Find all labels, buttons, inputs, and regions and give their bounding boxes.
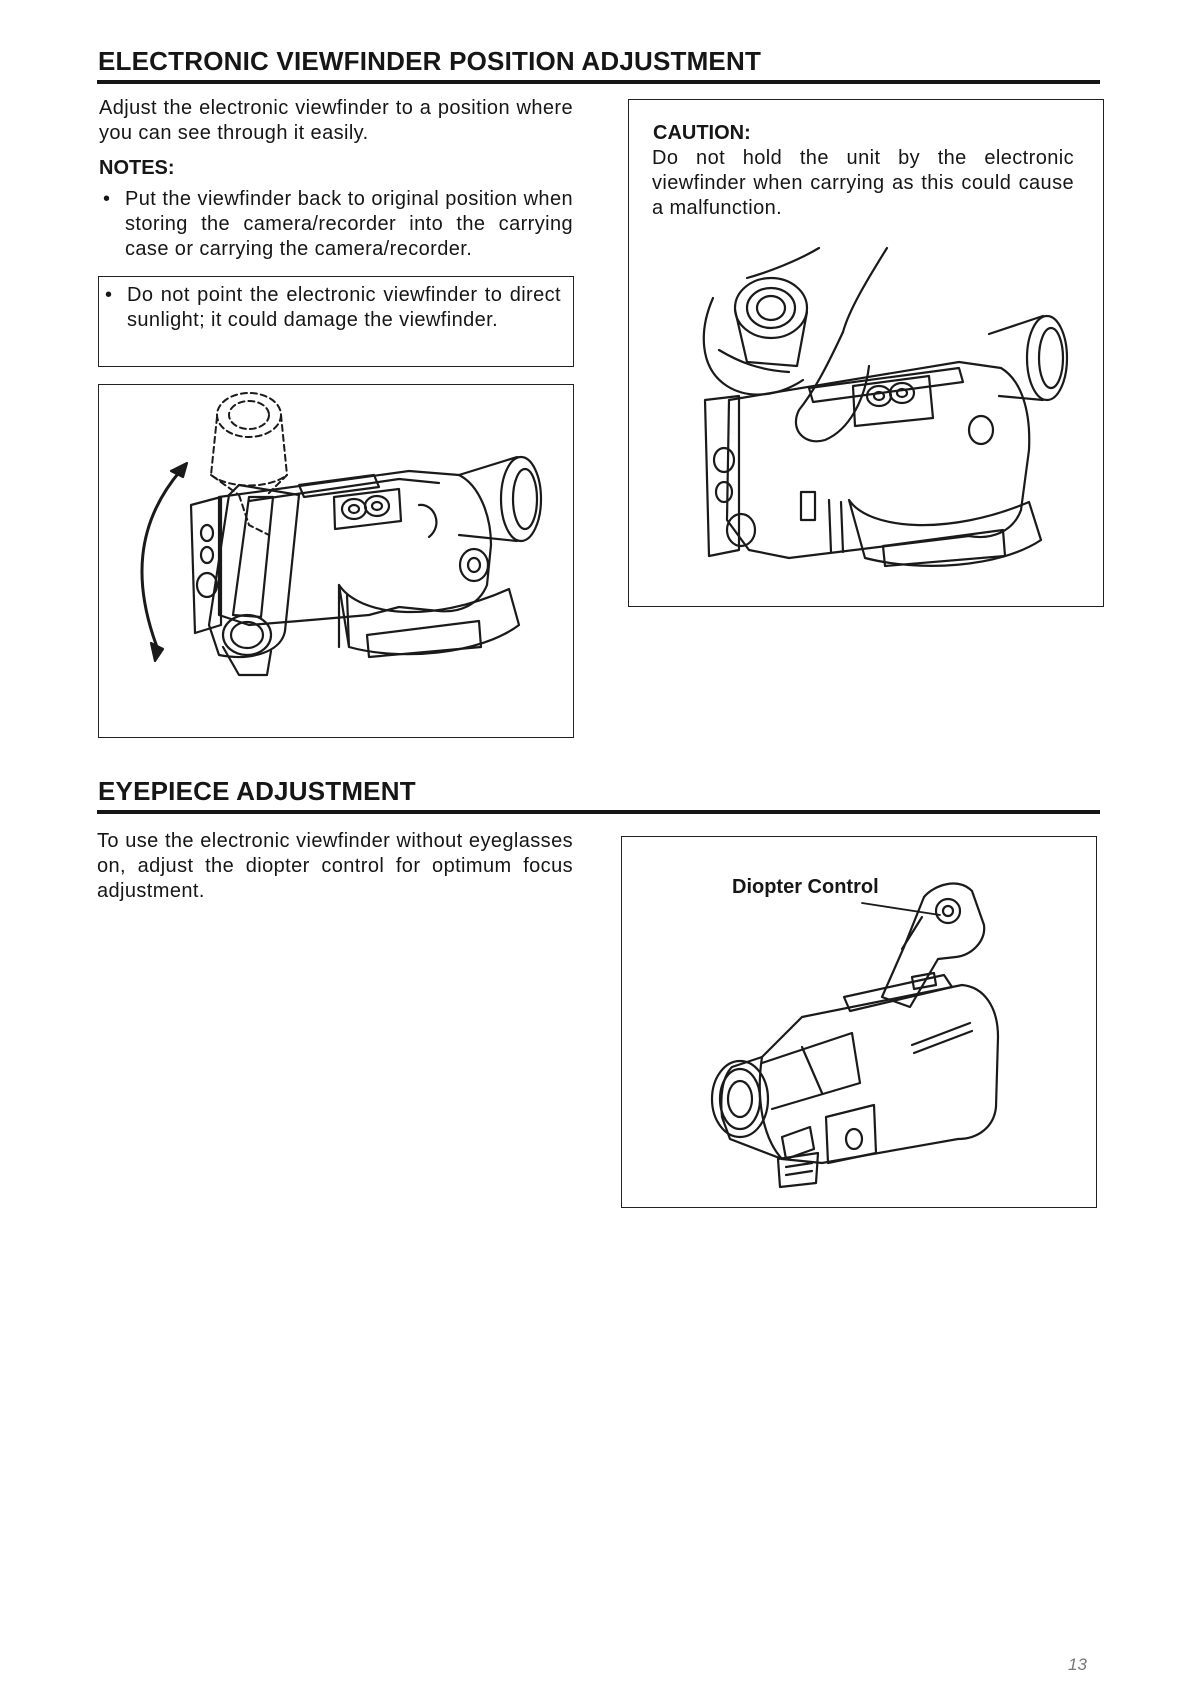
camcorder-hand-illustration (702, 246, 1069, 568)
note-text: Put the viewfinder back to original posi… (125, 188, 573, 260)
figure-diopter-control (621, 836, 1097, 1208)
sunlight-warning-box (98, 276, 574, 367)
section-title-eyepiece: EYEPIECE ADJUSTMENT (98, 776, 416, 806)
caution-label: CAUTION: (653, 122, 751, 144)
intro-text: Adjust the electronic viewfinder to a po… (99, 97, 573, 144)
section-rule (97, 810, 1100, 814)
section-title-viewfinder-position: ELECTRONIC VIEWFINDER POSITION ADJUSTMEN… (98, 46, 762, 76)
caution-box (628, 99, 1104, 607)
caution-text: Do not hold the unit by the electronic v… (652, 147, 1074, 219)
page-number: 13 (1068, 1655, 1087, 1674)
camcorder-diopter-illustration (710, 882, 1000, 1189)
note-item: • Do not point the electronic viewfinder… (101, 283, 561, 333)
bullet-glyph: • (103, 188, 111, 210)
section-rule (97, 80, 1100, 84)
camcorder-rotation-illustration (140, 392, 543, 677)
note-text: Do not point the electronic viewfinder t… (127, 284, 561, 331)
diopter-control-callout: Diopter Control (732, 876, 879, 898)
note-item: • Put the viewfinder back to original po… (99, 187, 573, 262)
figure-viewfinder-rotation (98, 384, 574, 738)
bullet-glyph: • (105, 284, 113, 306)
notes-label: NOTES: (99, 157, 175, 179)
eyepiece-text: To use the electronic viewfinder without… (97, 830, 573, 902)
